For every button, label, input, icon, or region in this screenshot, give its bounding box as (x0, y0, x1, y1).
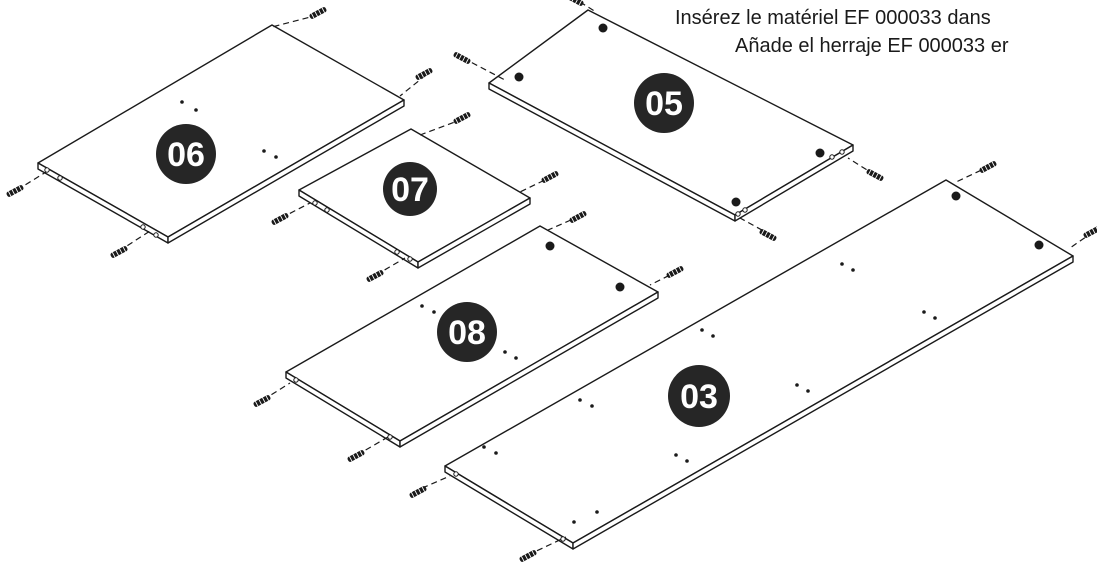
wooden-dowel-icon (518, 548, 538, 564)
wooden-dowel-icon (5, 183, 25, 199)
part-number-06: 06 (167, 136, 205, 174)
part-number-03: 03 (680, 378, 718, 416)
instruction-text-french: Insérez le matériel EF 000033 dans (675, 7, 991, 29)
part-label-08: 08 (437, 302, 497, 362)
panel-03 (444, 179, 1074, 550)
edge-holes (44, 149, 845, 542)
holes (180, 23, 1044, 524)
wooden-dowel-icon (665, 264, 685, 280)
wooden-dowel-icon (408, 484, 428, 500)
wooden-dowel-icon (270, 211, 290, 227)
wooden-dowel-icon (346, 448, 366, 464)
panel-06 (37, 24, 405, 244)
wooden-dowel-icon (365, 268, 385, 284)
part-number-07: 07 (391, 171, 429, 209)
part-number-08: 08 (448, 314, 486, 352)
wooden-dowel-icon (109, 244, 129, 260)
part-label-03: 03 (668, 365, 730, 427)
wooden-dowel-icon (540, 169, 560, 185)
part-label-07: 07 (383, 162, 437, 216)
wooden-dowel-icon (308, 5, 328, 21)
wooden-dowel-icon (452, 50, 472, 66)
part-label-06: 06 (156, 124, 216, 184)
wooden-dowel-icon (565, 0, 585, 8)
wooden-dowel-icon (1082, 224, 1097, 240)
part-number-05: 05 (645, 85, 683, 123)
wooden-dowel-icon (414, 66, 434, 82)
wooden-dowel-icon (865, 167, 885, 183)
instruction-text-spanish: Añade el herraje EF 000033 er (735, 35, 1009, 57)
wooden-dowel-icon (978, 159, 998, 175)
wooden-dowel-icon (252, 393, 272, 409)
wooden-dowel-icon (452, 110, 472, 126)
wooden-dowel-icon (568, 209, 588, 225)
wooden-dowel-icon (758, 227, 778, 243)
part-label-05: 05 (634, 73, 694, 133)
